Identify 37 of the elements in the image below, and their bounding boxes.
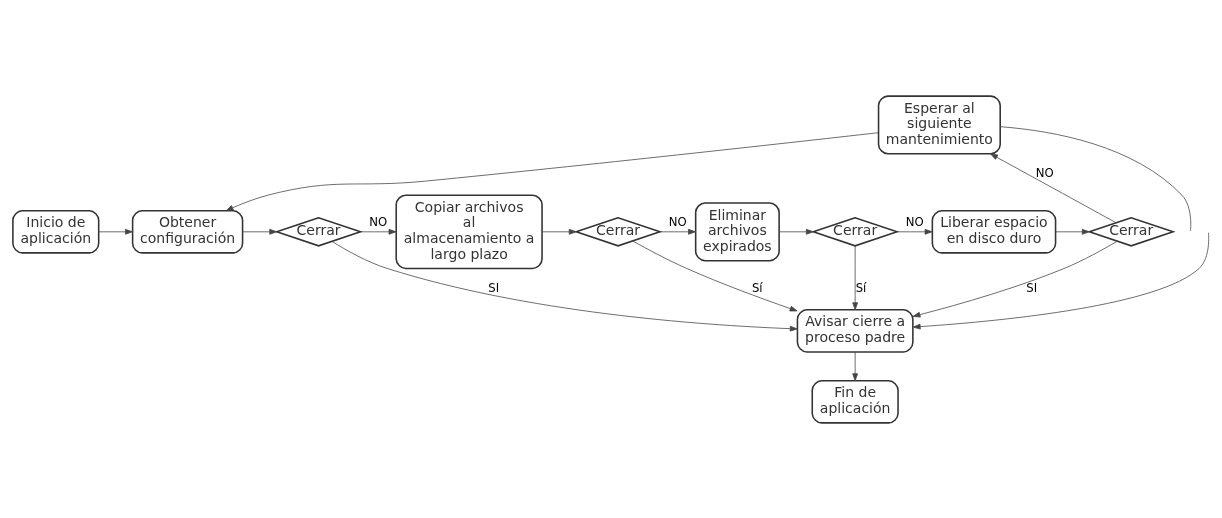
edge-label: SI bbox=[488, 280, 500, 295]
arrow bbox=[912, 231, 1210, 329]
node-diamond: Cerrar bbox=[1086, 216, 1176, 247]
node-box: Inicio de aplicación bbox=[12, 209, 100, 254]
arrow bbox=[242, 228, 278, 235]
arrow bbox=[225, 131, 879, 211]
node-diamond: Cerrar bbox=[274, 216, 363, 247]
edge-label: NO bbox=[1035, 165, 1054, 180]
node-diamond: Cerrar bbox=[573, 216, 663, 247]
arrow bbox=[912, 240, 1118, 317]
arrow bbox=[360, 228, 397, 235]
node-box: Fin de aplicación bbox=[811, 379, 899, 424]
edge-label: Sí bbox=[751, 280, 763, 295]
connector bbox=[1000, 125, 1192, 231]
edge-label: NO bbox=[905, 214, 924, 229]
arrow bbox=[896, 228, 933, 235]
node-box: Eliminar archivos expirados bbox=[694, 201, 780, 261]
arrow bbox=[98, 228, 133, 235]
arrow bbox=[659, 228, 696, 235]
node-box: Copiar archivos al almacenamiento a largo plazo bbox=[395, 193, 543, 269]
edge-label: NO bbox=[369, 214, 388, 229]
edge-label: NO bbox=[668, 214, 687, 229]
arrow bbox=[852, 351, 858, 381]
node-box: Obtener configuración bbox=[131, 209, 244, 254]
arrow bbox=[990, 152, 1117, 223]
arrow bbox=[331, 240, 798, 331]
arrow bbox=[852, 245, 858, 310]
node-diamond: Cerrar bbox=[810, 216, 900, 247]
arrow bbox=[1055, 228, 1090, 235]
node-box: Avisar cierre a proceso padre bbox=[796, 308, 914, 353]
edge-label: SI bbox=[1026, 280, 1038, 295]
edge-label: Sí bbox=[855, 280, 867, 295]
arrow bbox=[778, 228, 814, 235]
arrow bbox=[632, 240, 798, 311]
node-box: Esperar al siguiente mantenimiento bbox=[877, 94, 1001, 155]
node-box: Liberar espacio en disco duro bbox=[931, 209, 1057, 254]
arrow bbox=[541, 228, 577, 235]
